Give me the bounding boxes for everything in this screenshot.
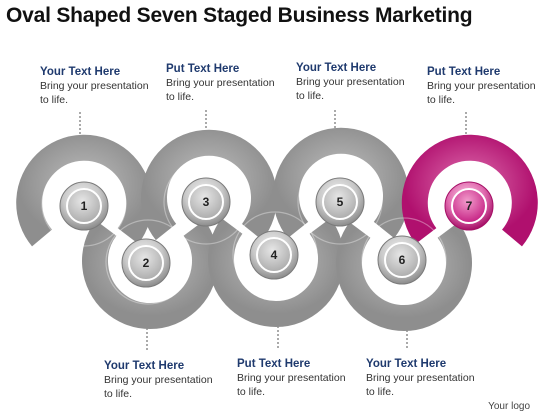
stage-number-4: 4 (271, 248, 278, 262)
ring-arc-5 (273, 127, 409, 239)
stage-hub-1 (59, 181, 109, 231)
stage-hubs (59, 177, 494, 288)
callout-heading: Put Text Here (237, 358, 311, 370)
callout-body: Bring your presentation to life. (296, 76, 405, 102)
ring-highlights (41, 159, 447, 305)
callout-heading: Your Text Here (366, 358, 447, 370)
callout-bottom-3: Your Text Here Bring your presentation t… (366, 357, 478, 399)
callout-top-1: Your Text Here Bring your presentation t… (40, 65, 152, 107)
callout-body: Bring your presentation to life. (366, 372, 475, 398)
callout-body: Bring your presentation to life. (104, 374, 213, 400)
callout-heading: Put Text Here (166, 63, 240, 75)
ring-arc-4 (208, 218, 344, 327)
stage-number-6: 6 (399, 253, 406, 267)
stage-hub-5 (315, 177, 365, 227)
stage-hub-3 (181, 177, 231, 227)
footer-logo: Your logo (488, 401, 530, 412)
callout-heading: Your Text Here (296, 62, 377, 74)
callout-body: Bring your presentation to life. (237, 372, 346, 398)
callout-heading: Put Text Here (427, 66, 501, 78)
ring-arc-6 (336, 222, 472, 331)
stage-number-7: 7 (466, 199, 473, 213)
callout-body: Bring your presentation to life. (427, 80, 536, 106)
stage-hub-2 (121, 238, 171, 288)
callout-heading: Your Text Here (40, 66, 121, 78)
callout-bottom-1: Your Text Here Bring your presentation t… (104, 359, 216, 401)
stage-number-2: 2 (143, 256, 150, 270)
stage-number-3: 3 (203, 195, 210, 209)
stage-hub-7 (444, 181, 494, 231)
ring-arc-3 (141, 129, 277, 241)
stage-number-5: 5 (337, 195, 344, 209)
stage-hub-6 (377, 235, 427, 285)
stage-numbers: 1 2 3 4 5 6 7 (81, 195, 473, 270)
callout-top-3: Your Text Here Bring your presentation t… (296, 61, 408, 103)
callout-heading: Your Text Here (104, 360, 185, 372)
stage-hub-4 (249, 230, 299, 280)
ring-arc-1 (16, 134, 153, 247)
ring-arc-2 (82, 220, 218, 329)
callout-body: Bring your presentation to life. (166, 77, 275, 103)
callout-top-4: Put Text Here Bring your presentation to… (427, 65, 539, 107)
callout-body: Bring your presentation to life. (40, 80, 149, 106)
ring-arcs (16, 127, 538, 331)
callout-top-2: Put Text Here Bring your presentation to… (166, 62, 278, 104)
callout-bottom-2: Put Text Here Bring your presentation to… (237, 357, 349, 399)
page-title: Oval Shaped Seven Staged Business Market… (6, 4, 473, 27)
stage-number-1: 1 (81, 199, 88, 213)
ring-arc-7 (401, 134, 538, 247)
